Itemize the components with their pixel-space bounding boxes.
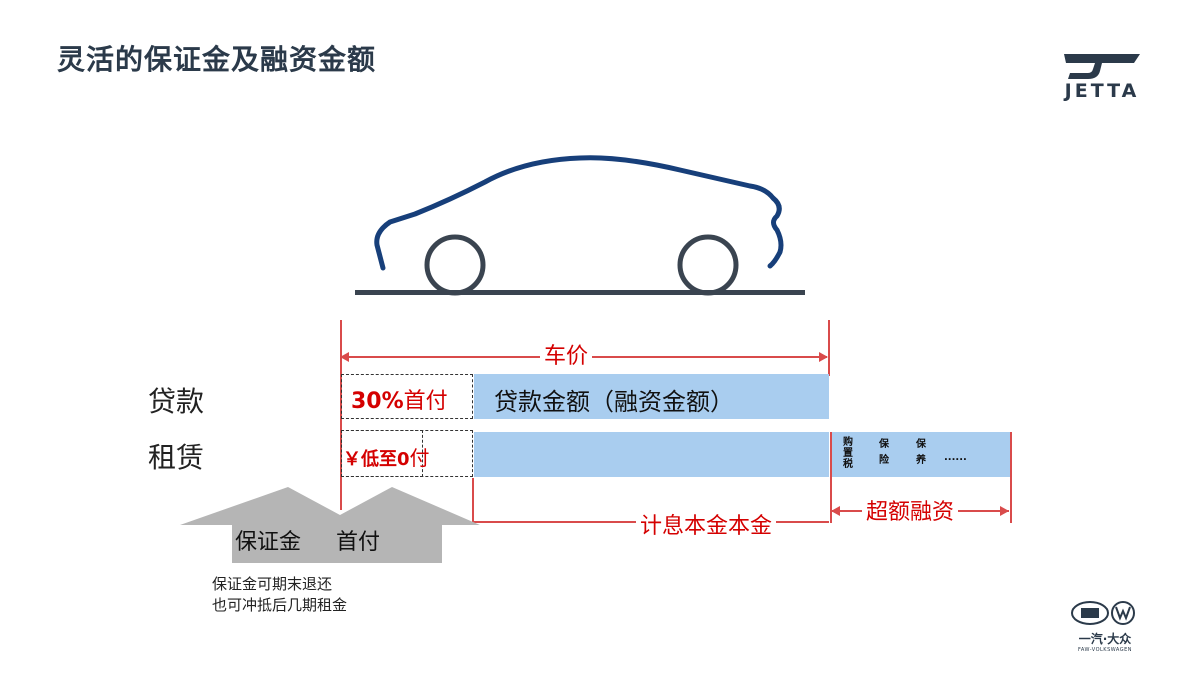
price-arrow-right-icon (819, 352, 828, 362)
deposit-label: 保证金 (235, 530, 302, 555)
price-arrow-left-icon (340, 352, 349, 362)
principal-left-tick (472, 478, 474, 523)
deposit-downpayment-arrow-icon (180, 487, 480, 563)
extra-insurance: 保 险 (879, 439, 889, 466)
faw-vw-emblem-icon (1071, 601, 1135, 625)
note-line-2: 也可冲抵后几期租金 (212, 596, 348, 614)
lease-extras-band (831, 432, 1011, 477)
loan-down-payment-text: 30%首付 (351, 383, 448, 415)
extra-maintenance: 保 养 (916, 439, 926, 466)
price-right-tick (828, 320, 830, 376)
lease-low-payment-text: ￥低至0付 (343, 442, 430, 471)
faw-vw-cn-name: 一汽·大众 (1078, 632, 1132, 646)
jetta-logo-icon (1064, 54, 1140, 79)
down-payment-arrow-label: 首付 (336, 530, 381, 555)
overfinance-arrow-left-icon (831, 506, 840, 516)
overfinance-arrow-right-icon (1000, 506, 1009, 516)
principal-right-tick (830, 432, 832, 523)
slide-title: 灵活的保证金及融资金额 (57, 43, 377, 76)
interest-principal-label: 计息本金本金 (636, 508, 777, 540)
down-payment-percent: 30% (351, 389, 404, 414)
lease-principal-band (474, 432, 829, 477)
notes: 保证金可期末退还 也可冲抵后几期租金 (212, 574, 347, 616)
faw-vw-logo: 一汽·大众 FAW-VOLKSWAGEN (1068, 600, 1142, 653)
over-finance-label: 超额融资 (862, 494, 959, 526)
price-left-tick (340, 320, 342, 510)
loan-financed-band (474, 374, 829, 419)
faw-vw-en-name: FAW-VOLKSWAGEN (1077, 647, 1133, 653)
extra-purchase-tax: 购 置 税 (843, 437, 853, 470)
extra-more: ...... (944, 452, 967, 463)
car-price-label: 车价 (540, 338, 593, 370)
overfinance-right-tick (1010, 432, 1012, 523)
loan-financed-label: 贷款金额（融资金额） (494, 388, 734, 416)
lease-deposit-box (341, 430, 423, 477)
car-illustration (355, 155, 805, 296)
loan-row-label: 贷款 (148, 385, 205, 418)
brand-name: JETTA (1064, 80, 1140, 102)
loan-down-payment-box (341, 374, 473, 419)
low-payment-prefix: ￥低至0 (343, 449, 410, 470)
lease-row-label: 租赁 (148, 441, 205, 474)
low-payment-suffix: 付 (409, 446, 430, 470)
down-payment-word: 首付 (403, 389, 448, 414)
note-line-1: 保证金可期末退还 (212, 575, 333, 593)
